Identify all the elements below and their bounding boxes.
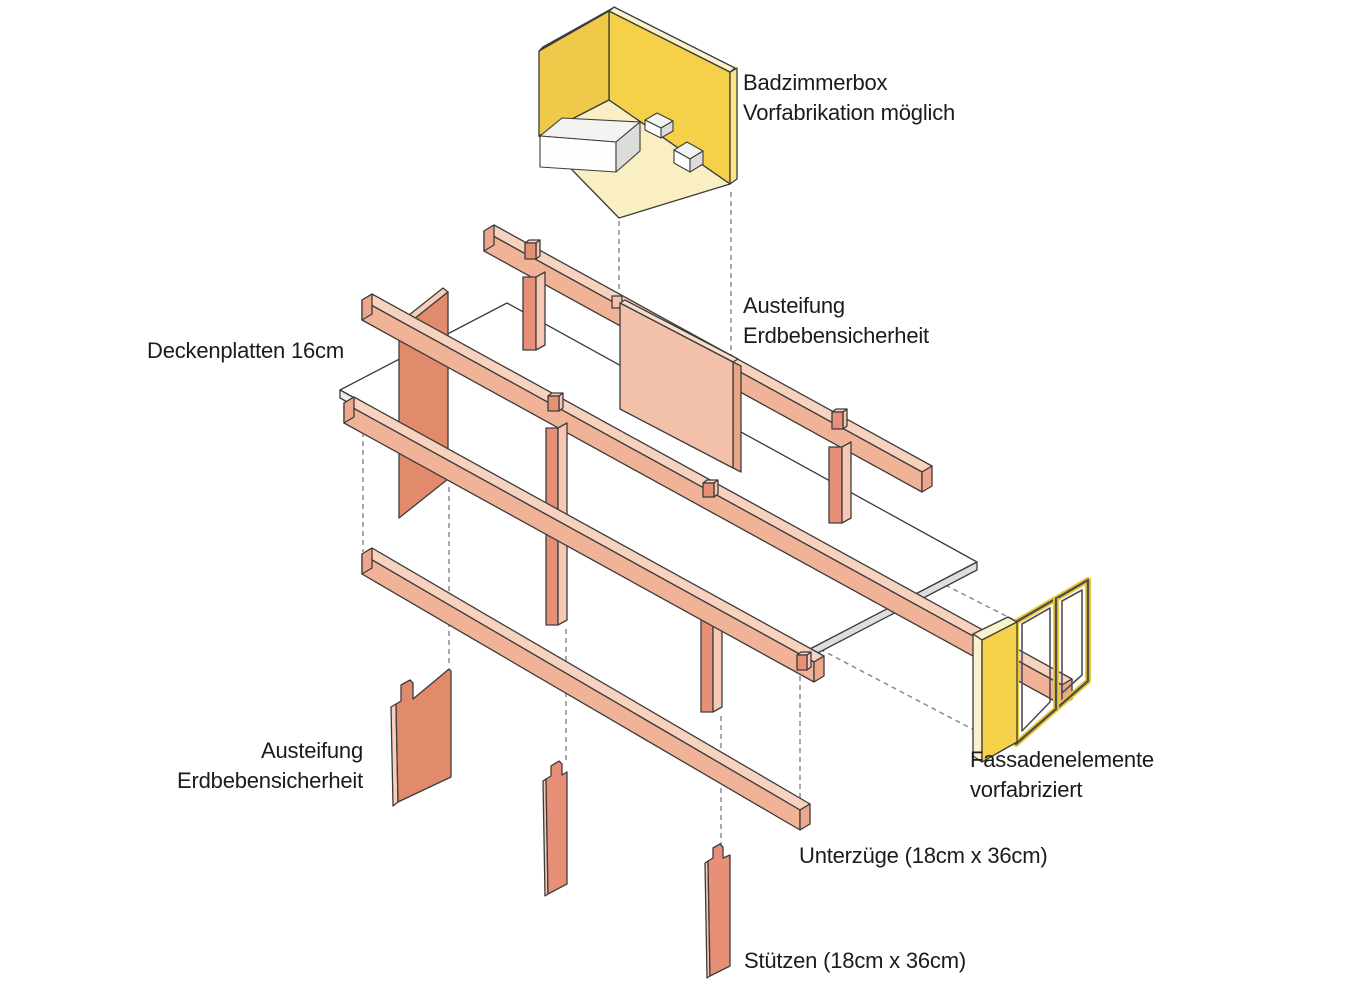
bathtub-front bbox=[539, 135, 617, 173]
label-fassadenelemente-line1: Fassadenelemente bbox=[970, 747, 1154, 772]
structural-frame bbox=[339, 224, 1073, 713]
sink-side bbox=[660, 120, 674, 139]
column-side bbox=[535, 271, 546, 351]
label-badzimmerbox-line2: Vorfabrikation möglich bbox=[743, 100, 956, 125]
column-tenon-mid-left bbox=[547, 392, 564, 412]
label-fassadenelemente-line2: vorfabriziert bbox=[970, 777, 1083, 802]
label-stuetzen: Stützen (18cm x 36cm) bbox=[744, 948, 966, 973]
column-front bbox=[828, 446, 843, 524]
label-austeifung-top: Austeifung Erdbebensicherheit bbox=[743, 291, 929, 351]
column-roof-right bbox=[828, 408, 852, 524]
panel-front bbox=[981, 621, 1018, 763]
beam-end-right bbox=[921, 465, 933, 493]
beam-end-left bbox=[361, 547, 373, 575]
label-austeifung-top-line1: Austeifung bbox=[743, 293, 845, 318]
beam-end-left bbox=[483, 224, 495, 252]
column-tenon-slab-corner bbox=[796, 651, 812, 671]
label-austeifung-bottom-line1: Austeifung bbox=[261, 738, 363, 763]
column-roof-left bbox=[522, 239, 546, 351]
tenon-front bbox=[796, 654, 808, 671]
label-austeifung-bottom: Austeifung Erdbebensicherheit bbox=[120, 736, 363, 796]
beam-end-left bbox=[361, 293, 373, 321]
column-tenon-mid-right bbox=[702, 479, 719, 498]
beam-end-right bbox=[813, 655, 825, 683]
wall-front bbox=[619, 302, 734, 469]
panel-side bbox=[972, 633, 983, 763]
beam-under-slab bbox=[343, 396, 825, 683]
window-sash-left bbox=[1021, 607, 1051, 732]
shear-wall-roof bbox=[611, 295, 742, 473]
label-fassadenelemente: Fassadenelemente vorfabriziert bbox=[970, 745, 1154, 805]
column-detached-left bbox=[542, 760, 568, 897]
tenon-front bbox=[831, 411, 844, 430]
bathroom-box bbox=[538, 6, 738, 219]
column-detached-right bbox=[704, 843, 731, 979]
beam-detached-unterzug bbox=[361, 547, 811, 831]
box-right-edge-strip bbox=[729, 67, 738, 185]
column-front bbox=[522, 276, 537, 351]
toilet-side bbox=[689, 150, 704, 173]
label-badzimmerbox-line1: Badzimmerbox bbox=[743, 70, 888, 95]
tenon-front bbox=[702, 482, 715, 498]
beam-end-right bbox=[799, 803, 811, 831]
toilet-fixture bbox=[673, 141, 704, 173]
beam-end-left bbox=[343, 396, 355, 424]
column-front bbox=[707, 843, 731, 977]
label-badzimmerbox: Badzimmerbox Vorfabrikation möglich bbox=[743, 68, 955, 128]
tenon-front bbox=[547, 395, 560, 412]
wall-front bbox=[395, 668, 452, 803]
window-sash-right bbox=[1061, 589, 1083, 694]
wall-side bbox=[732, 361, 742, 473]
bathtub-side bbox=[615, 121, 641, 173]
dashed-line bbox=[811, 644, 975, 731]
shear-wall-detached bbox=[390, 668, 452, 807]
column-side bbox=[841, 441, 852, 524]
label-deckenplatten: Deckenplatten 16cm bbox=[147, 338, 344, 363]
label-austeifung-top-line2: Erdbebensicherheit bbox=[743, 323, 929, 348]
tenon-front bbox=[524, 242, 537, 260]
facade-element bbox=[972, 577, 1091, 763]
column-front bbox=[545, 760, 568, 895]
facade-panel bbox=[972, 616, 1018, 763]
bathtub bbox=[539, 117, 641, 173]
label-austeifung-bottom-line2: Erdbebensicherheit bbox=[177, 768, 363, 793]
label-unterzuege: Unterzüge (18cm x 36cm) bbox=[799, 843, 1048, 868]
sink-fixture bbox=[644, 112, 674, 139]
